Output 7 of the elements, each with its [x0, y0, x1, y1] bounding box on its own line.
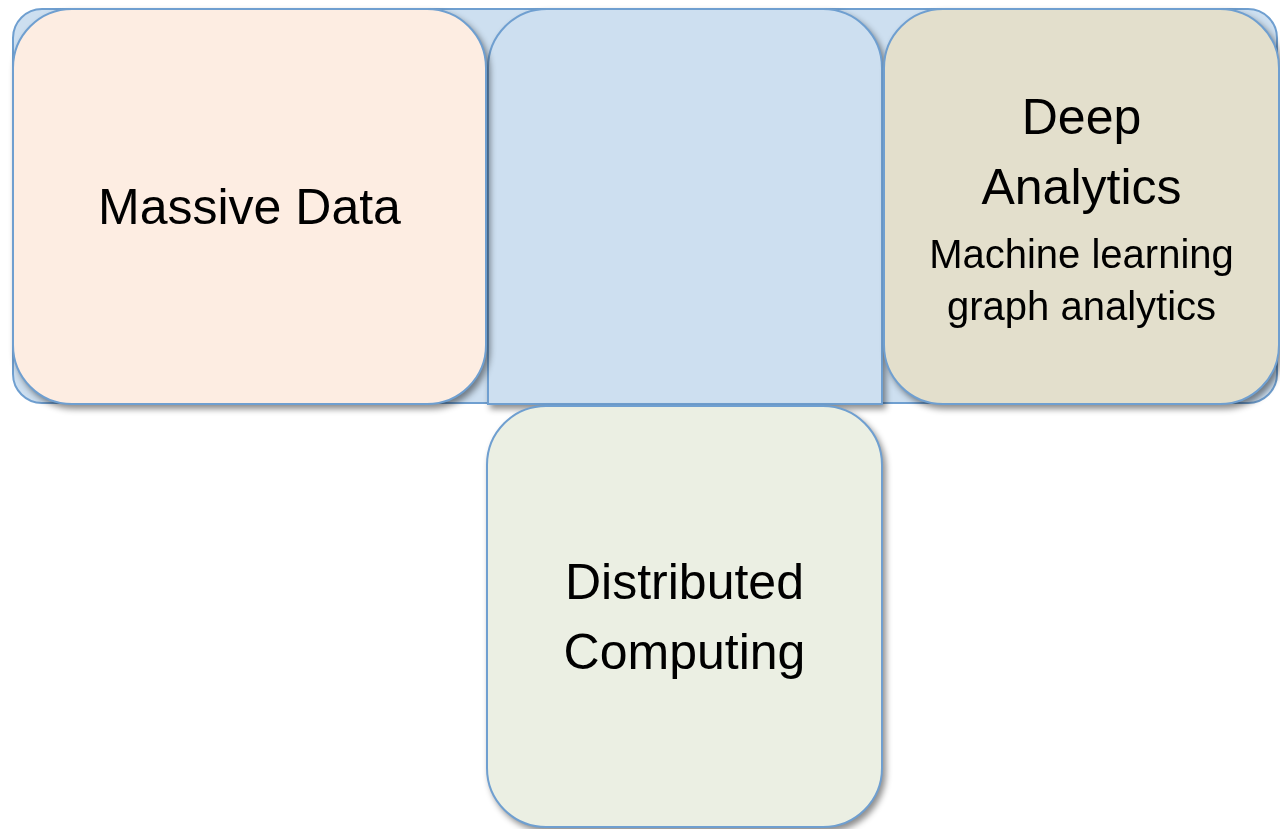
- box-title: Deep Analytics: [980, 87, 1183, 217]
- rounded-box: [486, 405, 883, 828]
- rounded-box: [12, 8, 487, 405]
- box-title: Massive Data: [98, 177, 401, 237]
- rounded-box: [883, 8, 1280, 405]
- box-subtitle: Machine learning graph analytics: [928, 230, 1235, 330]
- box-title: Distributed Computing: [562, 552, 807, 682]
